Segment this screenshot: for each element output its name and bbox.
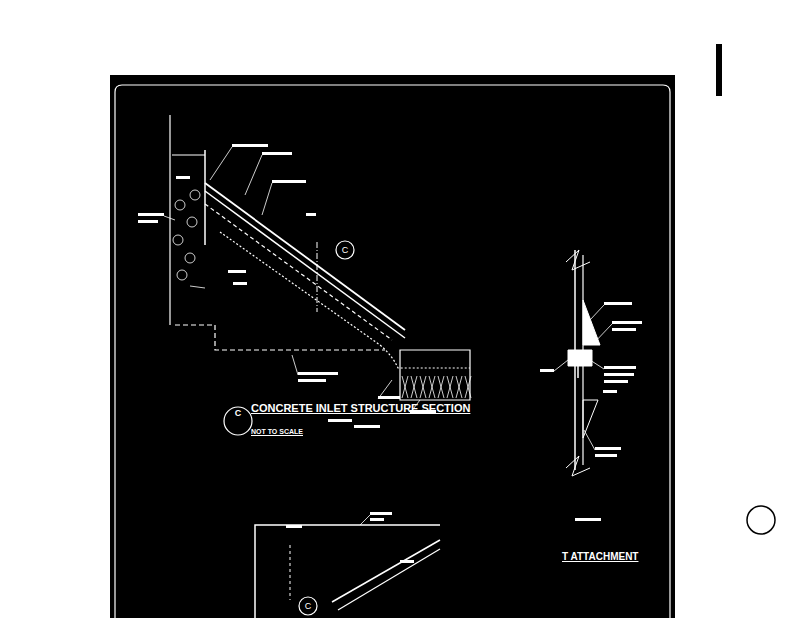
illegible-note	[228, 270, 246, 273]
callout-circle	[299, 597, 317, 615]
illegible-note	[370, 518, 384, 521]
illegible-note	[298, 379, 326, 382]
slab-line	[338, 549, 440, 610]
riprap-hatch	[402, 376, 408, 398]
leader-line	[245, 155, 262, 195]
illegible-note	[370, 512, 392, 515]
illegible-note	[176, 176, 190, 179]
illegible-note	[540, 369, 554, 372]
callout-circle	[224, 407, 252, 435]
leader-line	[378, 380, 392, 399]
scan-mark	[716, 44, 722, 96]
punch-hole	[747, 506, 775, 534]
illegible-note	[612, 321, 642, 324]
section-title: NOT TO SCALE	[251, 428, 303, 435]
leader-line	[590, 360, 604, 369]
riprap-hatch	[465, 376, 471, 398]
leader-line	[592, 324, 612, 345]
riprap-hatch	[411, 376, 417, 398]
riprap-hatch	[420, 376, 426, 398]
break-symbol	[566, 456, 590, 476]
illegible-note	[604, 302, 632, 305]
stone-hatch	[175, 200, 185, 210]
callout-letter: C	[235, 409, 242, 418]
centerline	[317, 242, 318, 312]
riprap-hatch	[420, 376, 426, 398]
sheet-border	[115, 85, 670, 618]
callout-letter: C	[305, 602, 312, 611]
riprap-hatch	[438, 376, 444, 398]
hidden-line	[290, 545, 291, 600]
illegible-note	[604, 373, 634, 376]
illegible-note	[272, 180, 306, 183]
sheet-ground	[110, 75, 675, 618]
leader-line	[262, 183, 272, 215]
riprap-hatch	[429, 376, 435, 398]
illegible-note	[604, 380, 628, 383]
stone-hatch	[177, 270, 187, 280]
illegible-note	[233, 282, 247, 285]
leader-line	[210, 147, 232, 180]
slab-line	[205, 191, 405, 338]
illegible-note	[262, 152, 292, 155]
slab-rebar	[205, 204, 392, 340]
section-title: T ATTACHMENT	[562, 552, 638, 562]
leader-line	[164, 216, 175, 220]
riprap-hatch	[456, 376, 462, 398]
break-symbol	[566, 250, 590, 270]
stone-hatch	[187, 217, 197, 227]
riprap-hatch	[429, 376, 435, 398]
section-title: CONCRETE INLET STRUCTURE SECTION	[251, 403, 470, 414]
illegible-note	[603, 390, 617, 393]
illegible-note	[232, 144, 268, 147]
illegible-note	[604, 366, 636, 369]
wall-line	[172, 155, 205, 156]
wall-line	[169, 115, 170, 325]
leader-line	[190, 286, 205, 288]
illegible-note	[595, 447, 621, 450]
illegible-note	[378, 396, 400, 399]
callout-circle	[336, 241, 354, 259]
subgrade-line	[220, 232, 470, 368]
illegible-note	[595, 454, 617, 457]
slab-line	[205, 183, 405, 330]
bolt-plate	[568, 350, 592, 366]
wall-line	[204, 150, 206, 245]
illegible-note	[306, 213, 316, 216]
leader-line	[292, 355, 298, 375]
riprap-hatch	[465, 376, 471, 398]
riprap-hatch	[438, 376, 444, 398]
leader-line	[554, 360, 568, 371]
riprap-box	[400, 350, 470, 400]
riprap-hatch	[447, 376, 453, 398]
illegible-note	[138, 213, 164, 216]
stone-hatch	[173, 235, 183, 245]
callout-letter: C	[342, 246, 349, 255]
illegible-note	[286, 525, 302, 528]
illegible-note	[575, 518, 601, 521]
leader-line	[360, 515, 370, 525]
stone-hatch	[185, 253, 195, 263]
illegible-note	[298, 372, 338, 375]
illegible-note	[612, 328, 636, 331]
leader-line	[590, 305, 604, 320]
illegible-note	[138, 220, 158, 223]
leader-line	[584, 430, 595, 450]
illegible-note	[400, 560, 414, 563]
wedge-anchor	[583, 300, 600, 345]
riprap-hatch	[447, 376, 453, 398]
bolt	[577, 366, 579, 378]
illegible-note	[354, 425, 380, 428]
footing-hidden-line	[175, 325, 385, 350]
illegible-note	[328, 419, 352, 422]
riprap-hatch	[402, 376, 408, 398]
riprap-hatch	[456, 376, 462, 398]
slab-line	[332, 540, 440, 602]
detail-frame	[255, 525, 440, 618]
riprap-hatch	[411, 376, 417, 398]
stone-hatch	[190, 190, 200, 200]
